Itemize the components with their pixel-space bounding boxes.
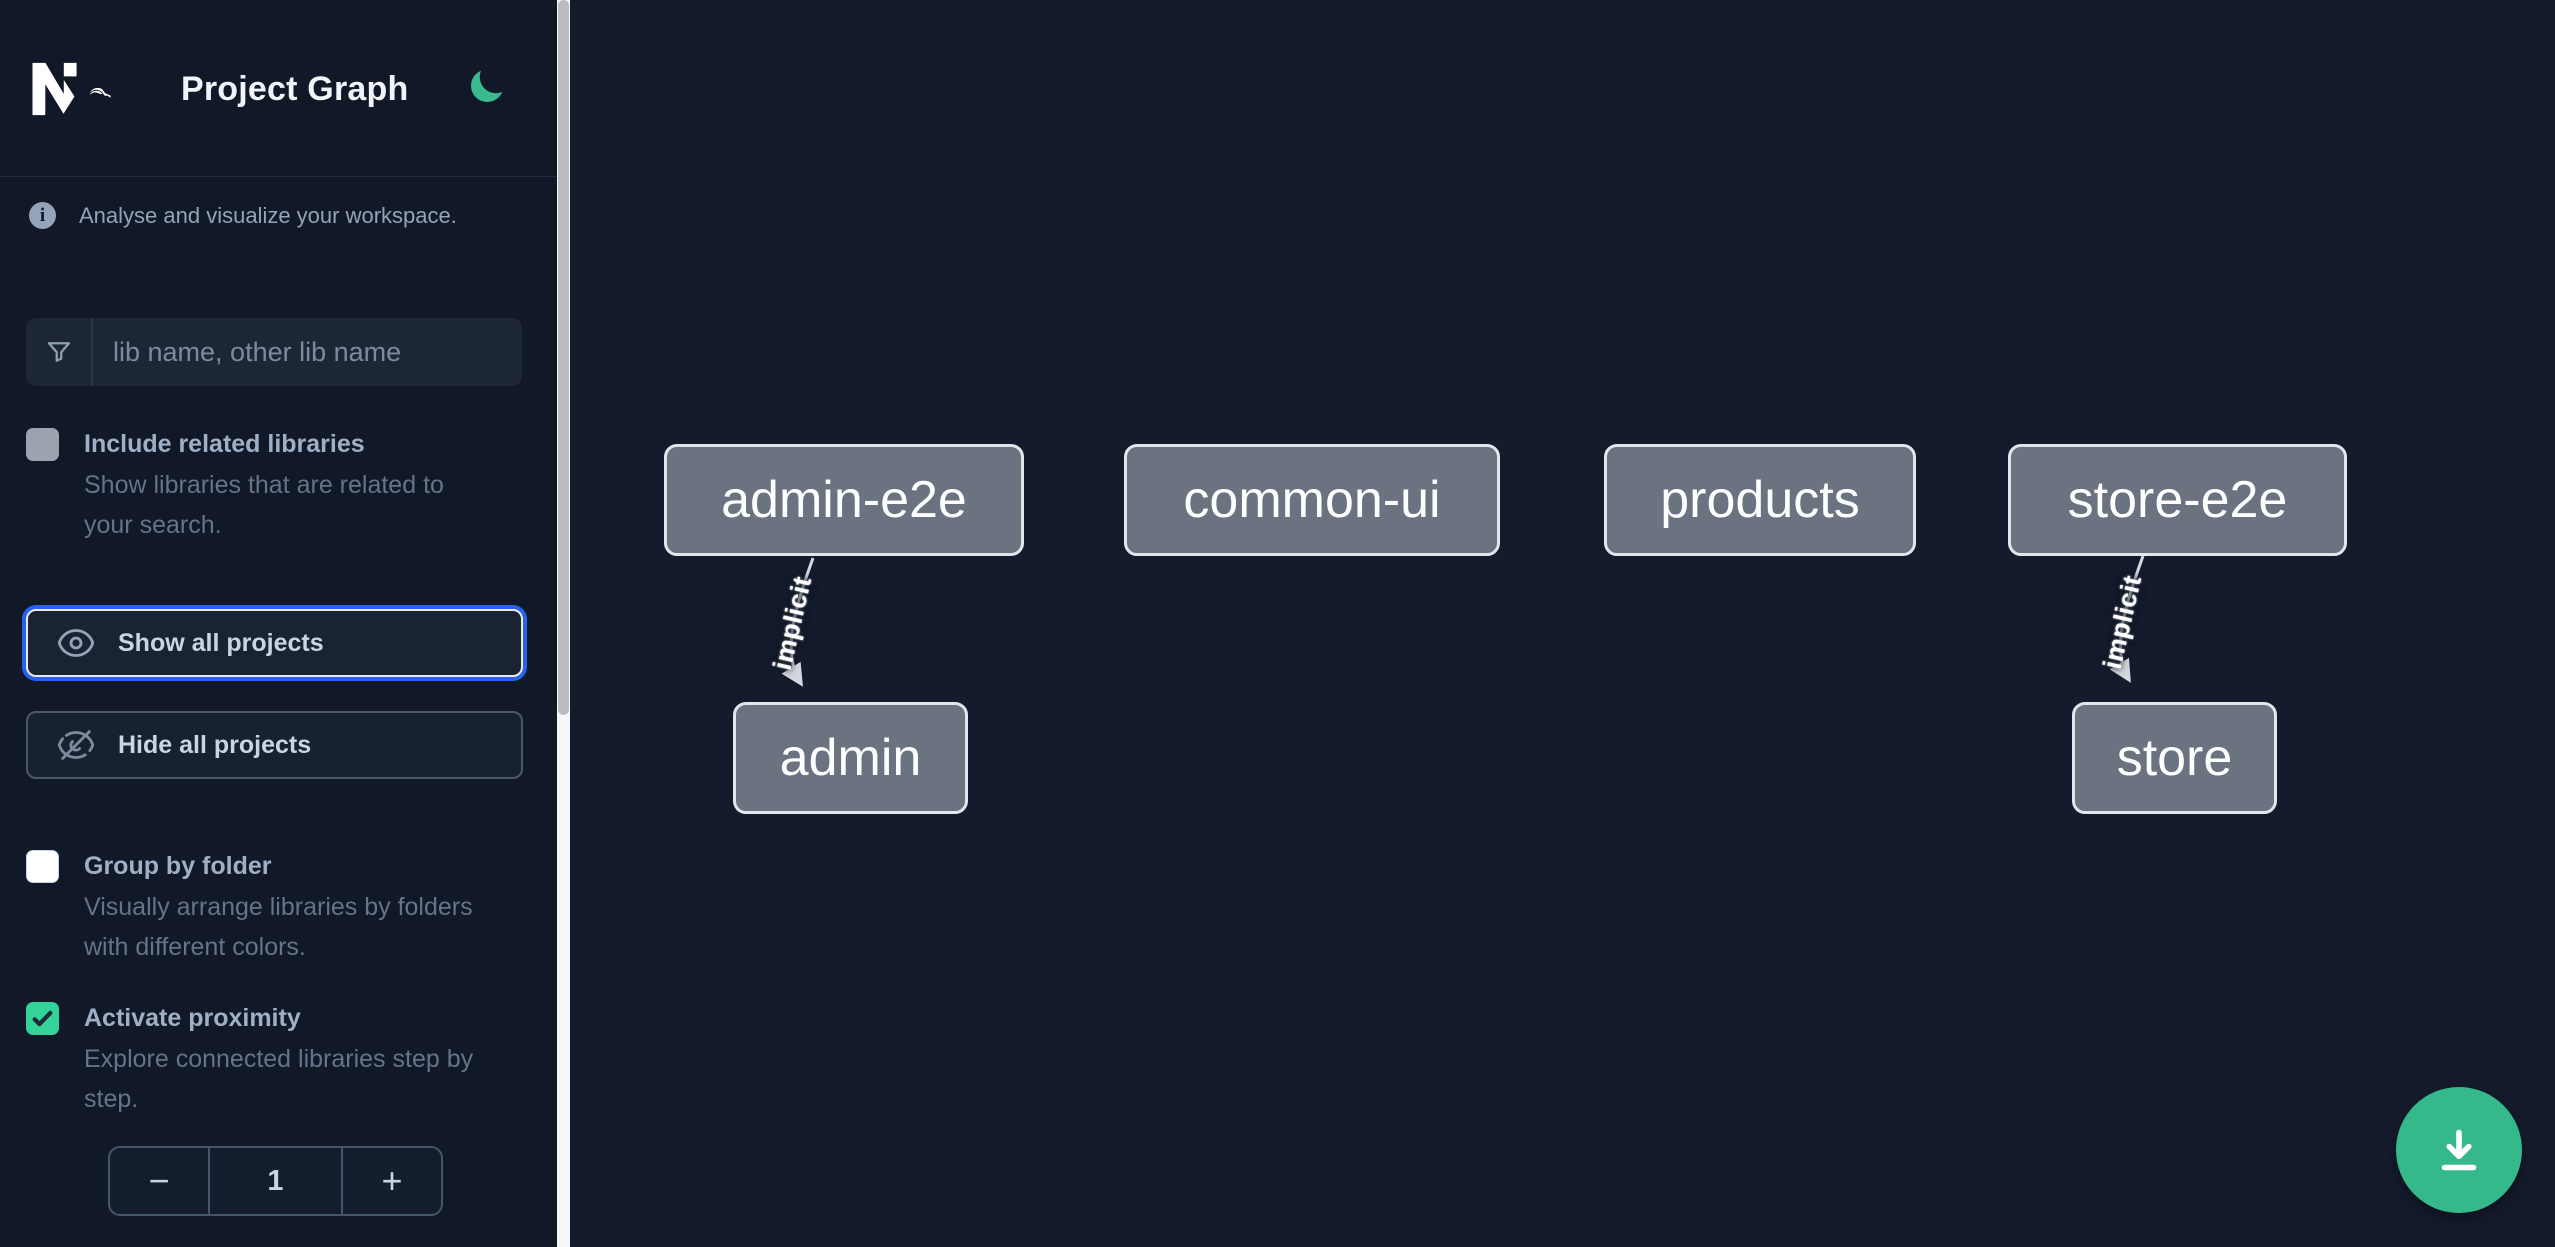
graph-node-store[interactable]: store — [2072, 702, 2277, 814]
download-graph-button[interactable] — [2396, 1087, 2522, 1213]
include-related-description: Show libraries that are related to your … — [84, 471, 444, 539]
funnel-icon — [26, 318, 93, 386]
graph-node-admin-e2e[interactable]: admin-e2e — [664, 444, 1024, 556]
include-related-checkbox[interactable] — [26, 428, 59, 461]
workspace-tagline-row: i Analyse and visualize your workspace. — [29, 202, 457, 229]
filter-input[interactable] — [93, 318, 522, 386]
graph-node-store-e2e[interactable]: store-e2e — [2008, 444, 2347, 556]
proximity-value: 1 — [208, 1148, 343, 1214]
graph-node-products[interactable]: products — [1604, 444, 1916, 556]
graph-node-common-ui[interactable]: common-ui — [1124, 444, 1500, 556]
nx-logo-icon — [32, 62, 111, 116]
hide-all-projects-label: Hide all projects — [118, 730, 312, 759]
proximity-stepper: − 1 + — [108, 1146, 443, 1216]
eye-slash-icon — [57, 730, 95, 760]
proximity-decrement-button[interactable]: − — [110, 1148, 208, 1214]
sidebar-scrollbar-track — [557, 0, 570, 1247]
edge-store-e2e-to-store — [2109, 555, 2145, 683]
group-by-folder-checkbox[interactable] — [26, 850, 59, 883]
activate-proximity-label: Activate proximity — [84, 1004, 301, 1032]
activate-proximity-description: Explore connected libraries step by step… — [84, 1045, 474, 1113]
show-all-projects-button[interactable]: Show all projects — [26, 609, 523, 677]
hide-all-projects-button[interactable]: Hide all projects — [26, 711, 523, 779]
download-icon — [2441, 1129, 2477, 1171]
sidebar-scrollbar-thumb[interactable] — [558, 0, 569, 715]
filter-box — [26, 318, 522, 386]
activate-proximity-option: Activate proximity Explore connected lib… — [26, 1000, 496, 1119]
edge-admin-e2e-to-admin — [781, 557, 815, 687]
graph-node-admin[interactable]: admin — [733, 702, 968, 814]
graph-edges — [781, 555, 2145, 687]
graph-canvas[interactable]: implicit implicit admin-e2e common-ui pr… — [570, 0, 2555, 1247]
group-by-folder-description: Visually arrange libraries by folders wi… — [84, 893, 473, 961]
page-title: Project Graph — [181, 70, 409, 108]
proximity-increment-button[interactable]: + — [343, 1148, 441, 1214]
moon-icon — [471, 70, 503, 102]
sidebar: Project Graph i Analyse and visualize yo… — [0, 0, 557, 1247]
activate-proximity-checkbox[interactable] — [26, 1002, 59, 1035]
show-all-projects-label: Show all projects — [118, 628, 324, 657]
group-by-folder-option: Group by folder Visually arrange librari… — [26, 848, 496, 967]
include-related-label: Include related libraries — [84, 430, 365, 458]
group-by-folder-label: Group by folder — [84, 852, 272, 880]
info-icon: i — [29, 202, 56, 229]
theme-toggle-button[interactable] — [460, 62, 512, 114]
sidebar-header: Project Graph — [0, 0, 557, 177]
check-icon — [32, 1010, 53, 1027]
tagline-text: Analyse and visualize your workspace. — [79, 202, 457, 228]
include-related-option: Include related libraries Show libraries… — [26, 426, 496, 545]
eye-icon — [57, 629, 95, 657]
